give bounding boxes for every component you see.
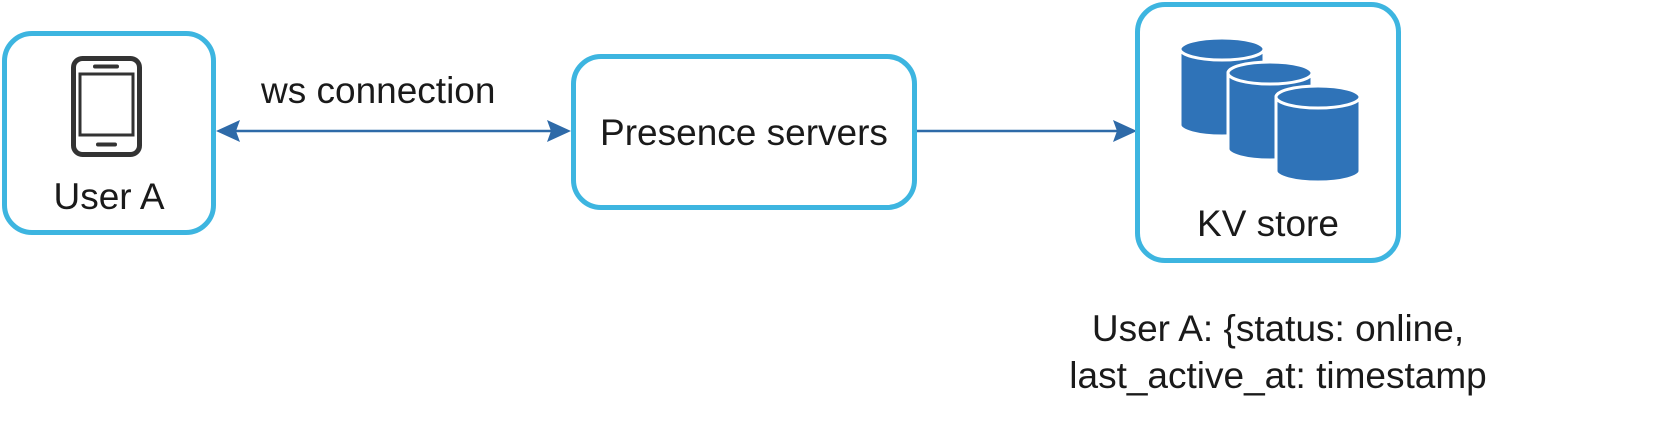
note-line-1: User A: {status: online, — [1091, 308, 1465, 349]
tablet-icon — [71, 56, 142, 157]
arrowhead-right — [1113, 120, 1137, 142]
kv-store-node[interactable]: KV store — [1135, 2, 1401, 263]
kv-store-record-note: User A: {status: online, last_active_at:… — [1018, 305, 1538, 399]
note-line-2: last_active_at: timestamp — [1069, 355, 1487, 396]
edge-user-presence — [216, 120, 571, 142]
database-cylinder-front — [1274, 84, 1362, 184]
database-icon — [1178, 36, 1362, 184]
presence-servers-label: Presence servers — [600, 111, 888, 153]
arrowhead-left — [216, 120, 240, 142]
user-node[interactable]: User A — [2, 31, 216, 235]
edge-label-ws-connection: ws connection — [261, 70, 496, 111]
user-label: User A — [53, 176, 165, 217]
presence-servers-node[interactable]: Presence servers — [571, 54, 917, 210]
arrowhead-right — [547, 120, 571, 142]
edge-presence-kv — [917, 120, 1137, 142]
kv-store-label: KV store — [1197, 203, 1339, 244]
